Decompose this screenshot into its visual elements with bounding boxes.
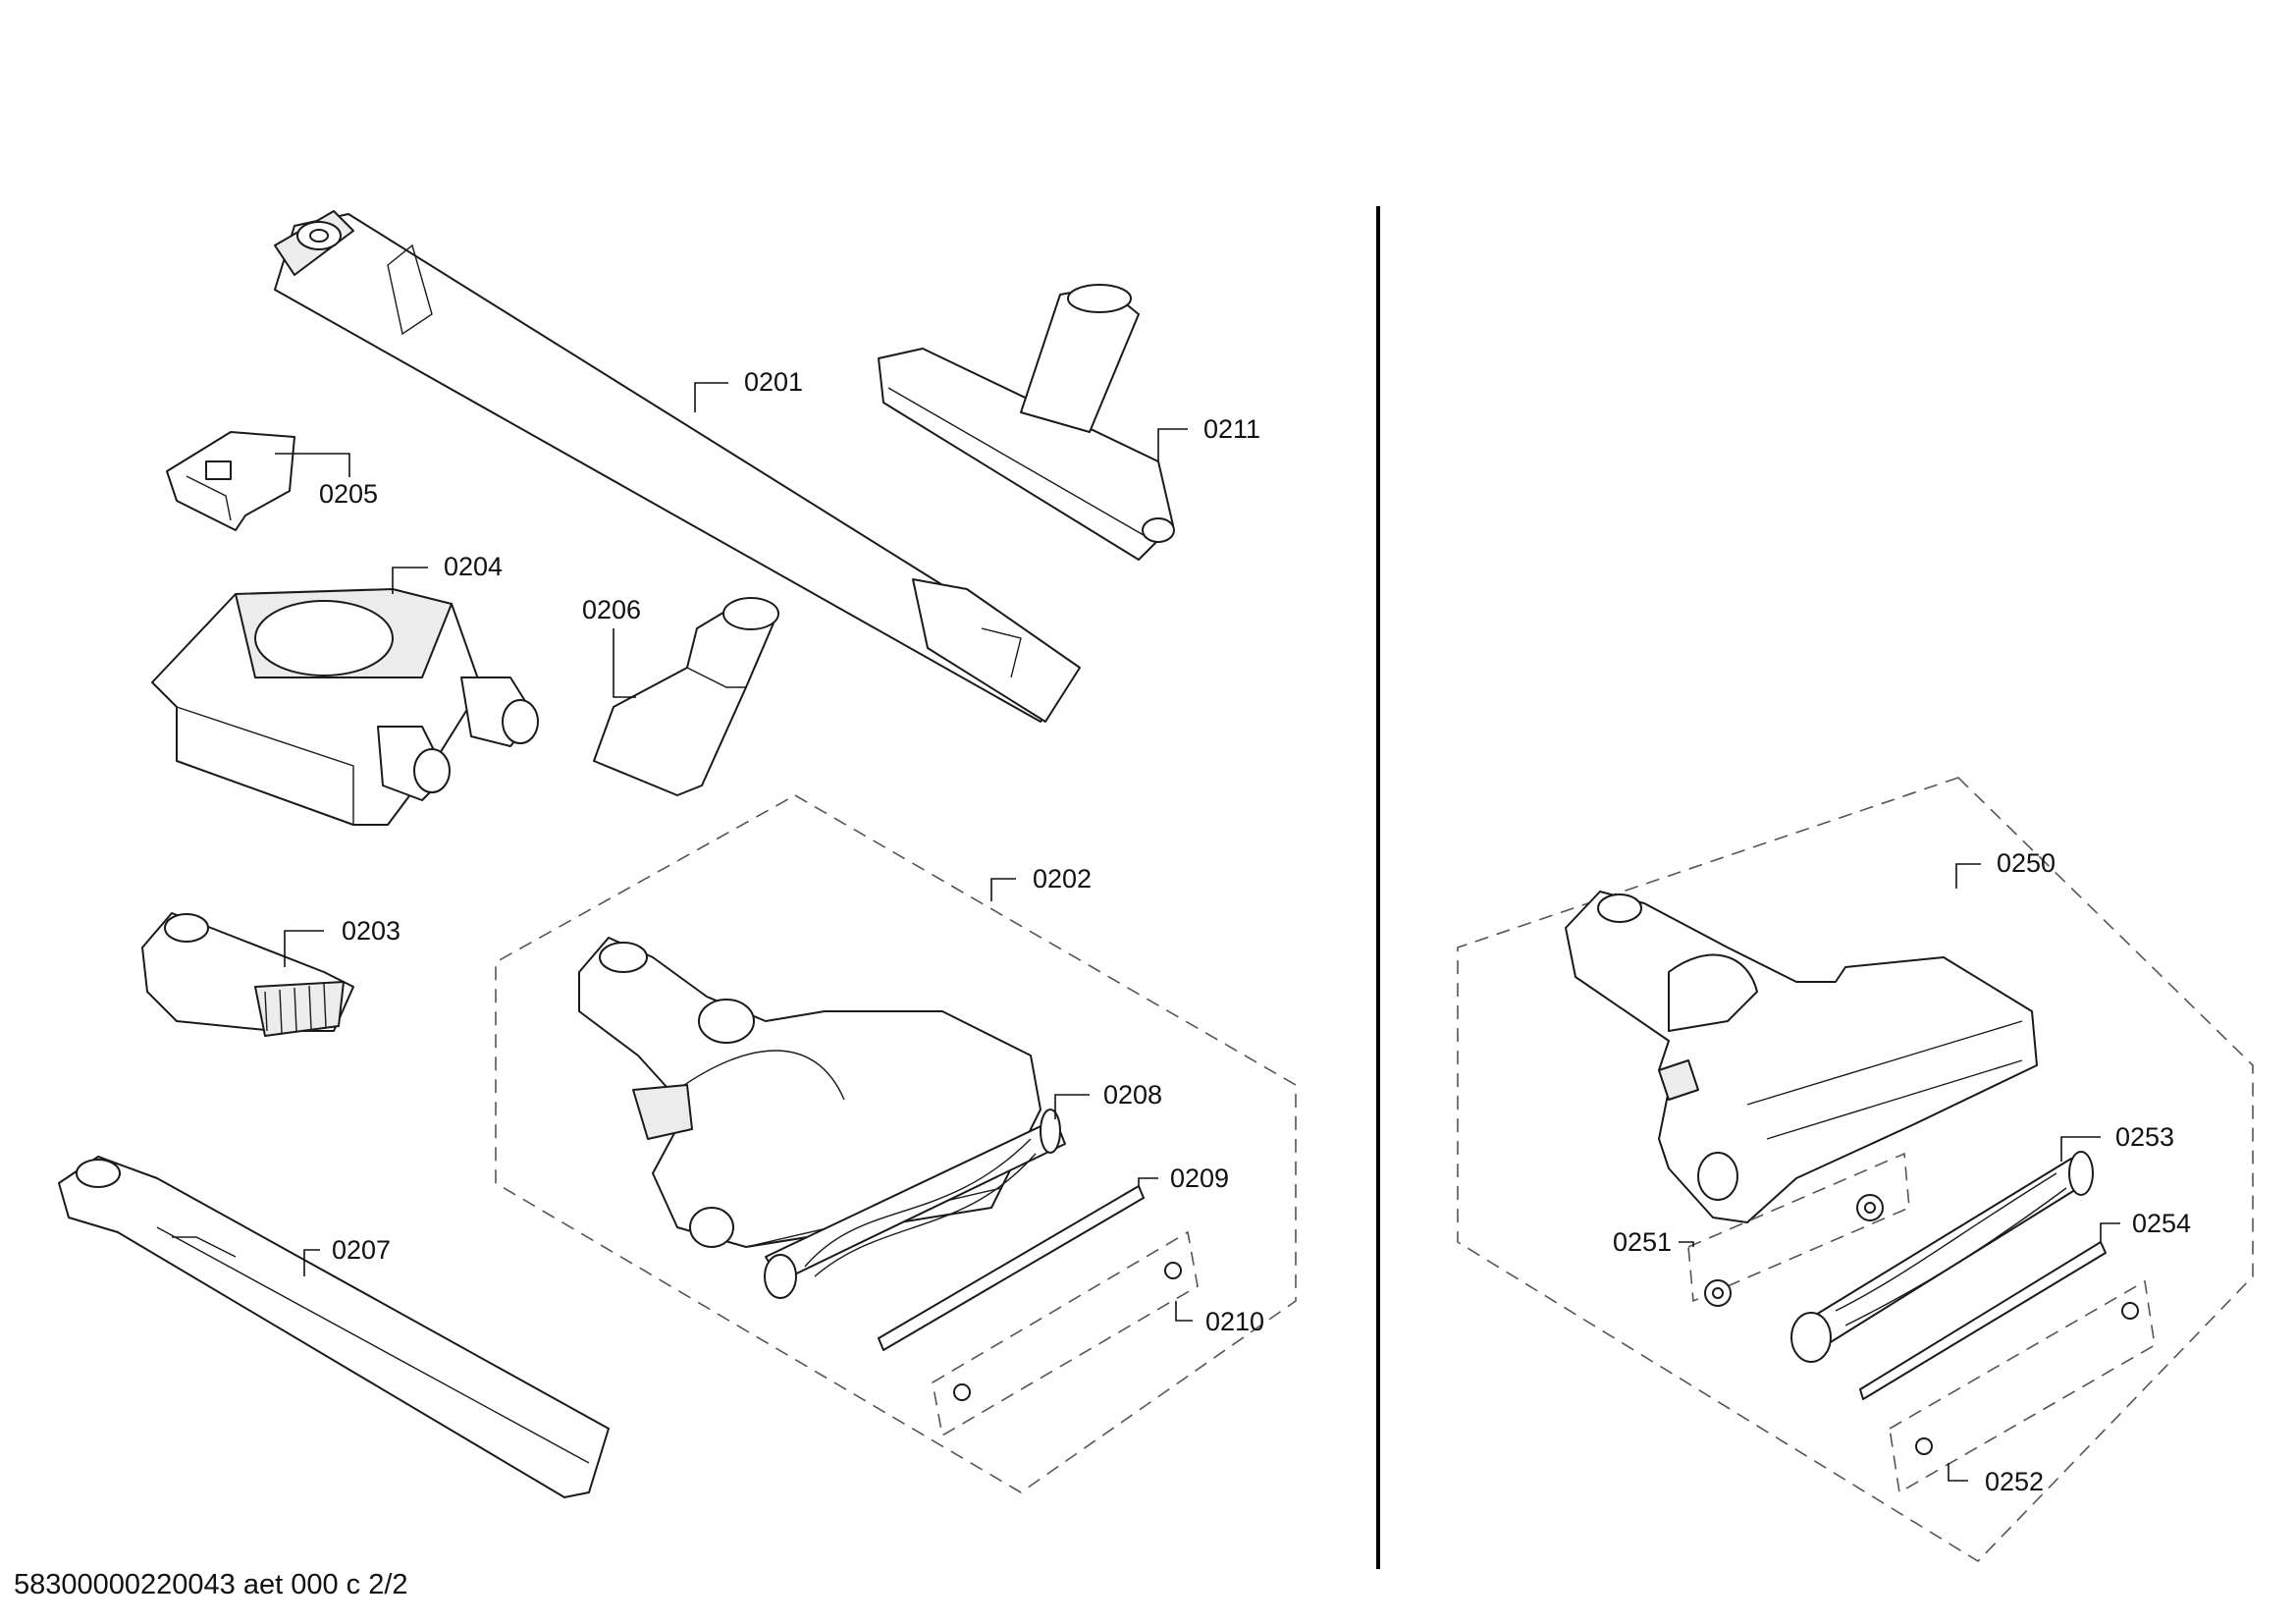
callout-0250: 0250 [1955, 848, 2056, 889]
callout-0210: 0210 [1175, 1301, 1264, 1336]
label-0207: 0207 [332, 1235, 391, 1265]
callout-0202: 0202 [990, 864, 1092, 901]
callout-0253: 0253 [2060, 1122, 2174, 1162]
document-reference: 58300000220043 aet 000 c 2/2 [14, 1569, 408, 1600]
part-0201-extension-tube [274, 210, 1081, 723]
label-0204: 0204 [444, 552, 503, 581]
group-0250-floor-nozzle-kit [1457, 777, 2254, 1563]
part-0206-crevice-tool [593, 597, 779, 796]
label-0253: 0253 [2115, 1122, 2174, 1152]
label-0210: 0210 [1205, 1307, 1264, 1336]
label-0202: 0202 [1033, 864, 1092, 893]
label-0201: 0201 [744, 367, 803, 397]
callout-0203: 0203 [284, 916, 400, 967]
label-0251: 0251 [1613, 1227, 1672, 1257]
callout-0209: 0209 [1138, 1164, 1229, 1193]
label-0209: 0209 [1170, 1164, 1229, 1193]
callout-0252: 0252 [1948, 1463, 2044, 1496]
callout-0201: 0201 [694, 367, 803, 412]
label-0203: 0203 [342, 916, 400, 946]
part-0211-upholstery-nozzle [878, 284, 1175, 561]
label-0252: 0252 [1985, 1467, 2044, 1496]
label-0250: 0250 [1997, 848, 2056, 878]
label-0205: 0205 [319, 479, 378, 509]
callout-0208: 0208 [1054, 1080, 1162, 1119]
callout-0206: 0206 [582, 595, 641, 698]
callout-0205: 0205 [275, 453, 378, 509]
callout-0254: 0254 [2100, 1209, 2191, 1242]
callout-0204: 0204 [392, 552, 503, 594]
part-0205-clip [166, 431, 295, 531]
callout-0251: 0251 [1613, 1227, 1694, 1257]
group-0202-floor-nozzle-kit [495, 794, 1297, 1493]
part-0204-docking-station [151, 588, 539, 826]
callout-0211: 0211 [1157, 414, 1260, 461]
label-0211: 0211 [1203, 414, 1260, 444]
part-0207-long-crevice-tool [58, 1156, 610, 1498]
label-0206: 0206 [582, 595, 641, 624]
callout-0207: 0207 [303, 1235, 391, 1276]
label-0254: 0254 [2132, 1209, 2191, 1238]
label-0208: 0208 [1103, 1080, 1162, 1110]
part-0203-dusting-brush [141, 912, 354, 1037]
